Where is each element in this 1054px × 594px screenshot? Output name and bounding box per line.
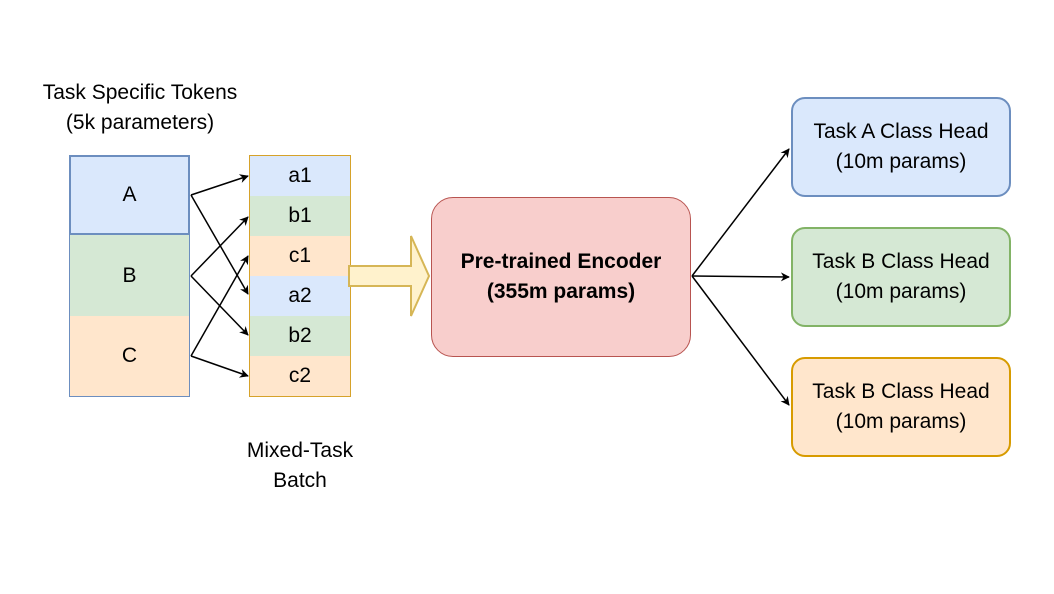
pretrained-encoder: Pre-trained Encoder (355m params) xyxy=(431,197,691,357)
tokens-title-line2: (5k parameters) xyxy=(65,111,215,134)
head-params: (10m params) xyxy=(835,280,967,303)
tokens-title: Task Specific Tokens (5k parameters) xyxy=(20,78,260,138)
tokens-title-line1: Task Specific Tokens xyxy=(42,81,238,104)
batch-caption: Mixed-Task Batch xyxy=(220,436,380,496)
token-c: C xyxy=(69,316,190,397)
batch-item-c2: c2 xyxy=(250,356,350,396)
batch-item-b2: b2 xyxy=(250,316,350,356)
batch-item-label: c2 xyxy=(288,364,312,387)
encoder-title: Pre-trained Encoder xyxy=(460,250,662,273)
token-c-label: C xyxy=(121,344,138,367)
batch-item-label: a1 xyxy=(288,164,312,187)
arrow-encoder-to-head-c xyxy=(691,275,790,406)
head-title: Task B Class Head xyxy=(812,380,990,403)
arrow-b-to-b1 xyxy=(190,216,249,277)
batch-item-a1: a1 xyxy=(250,156,350,196)
batch-caption-line1: Mixed-Task xyxy=(246,439,354,462)
arrow-c-to-c2 xyxy=(190,355,249,378)
batch-item-a2: a2 xyxy=(250,276,350,316)
arrow-a-to-a2 xyxy=(190,194,249,295)
token-a-label: A xyxy=(122,183,137,206)
head-title: Task A Class Head xyxy=(813,120,989,143)
batch-item-c1: c1 xyxy=(250,236,350,276)
token-b: B xyxy=(69,235,190,316)
mixed-task-batch: a1 b1 c1 a2 b2 c2 xyxy=(249,155,351,397)
batch-caption-line2: Batch xyxy=(273,469,327,492)
head-params: (10m params) xyxy=(835,150,967,173)
batch-to-encoder-arrow xyxy=(348,235,431,317)
batch-item-label: a2 xyxy=(288,284,312,307)
token-b-label: B xyxy=(122,263,137,287)
batch-item-label: c1 xyxy=(288,244,312,267)
token-a: A xyxy=(69,155,190,235)
arrow-encoder-to-head-b xyxy=(691,272,790,282)
arrow-c-to-c1 xyxy=(190,255,249,357)
head-title: Task B Class Head xyxy=(812,250,990,273)
arrow-a-to-a1 xyxy=(190,174,249,196)
arrow-encoder-to-head-a xyxy=(691,148,790,277)
task-c-class-head: Task B Class Head (10m params) xyxy=(791,357,1011,457)
batch-item-label: b2 xyxy=(288,324,312,347)
task-b-class-head: Task B Class Head (10m params) xyxy=(791,227,1011,327)
batch-item-label: b1 xyxy=(288,204,312,227)
head-params: (10m params) xyxy=(835,410,967,433)
task-a-class-head: Task A Class Head (10m params) xyxy=(791,97,1011,197)
task-tokens-column: A B C xyxy=(69,155,190,397)
batch-item-b1: b1 xyxy=(250,196,350,236)
encoder-params: (355m params) xyxy=(486,280,636,303)
